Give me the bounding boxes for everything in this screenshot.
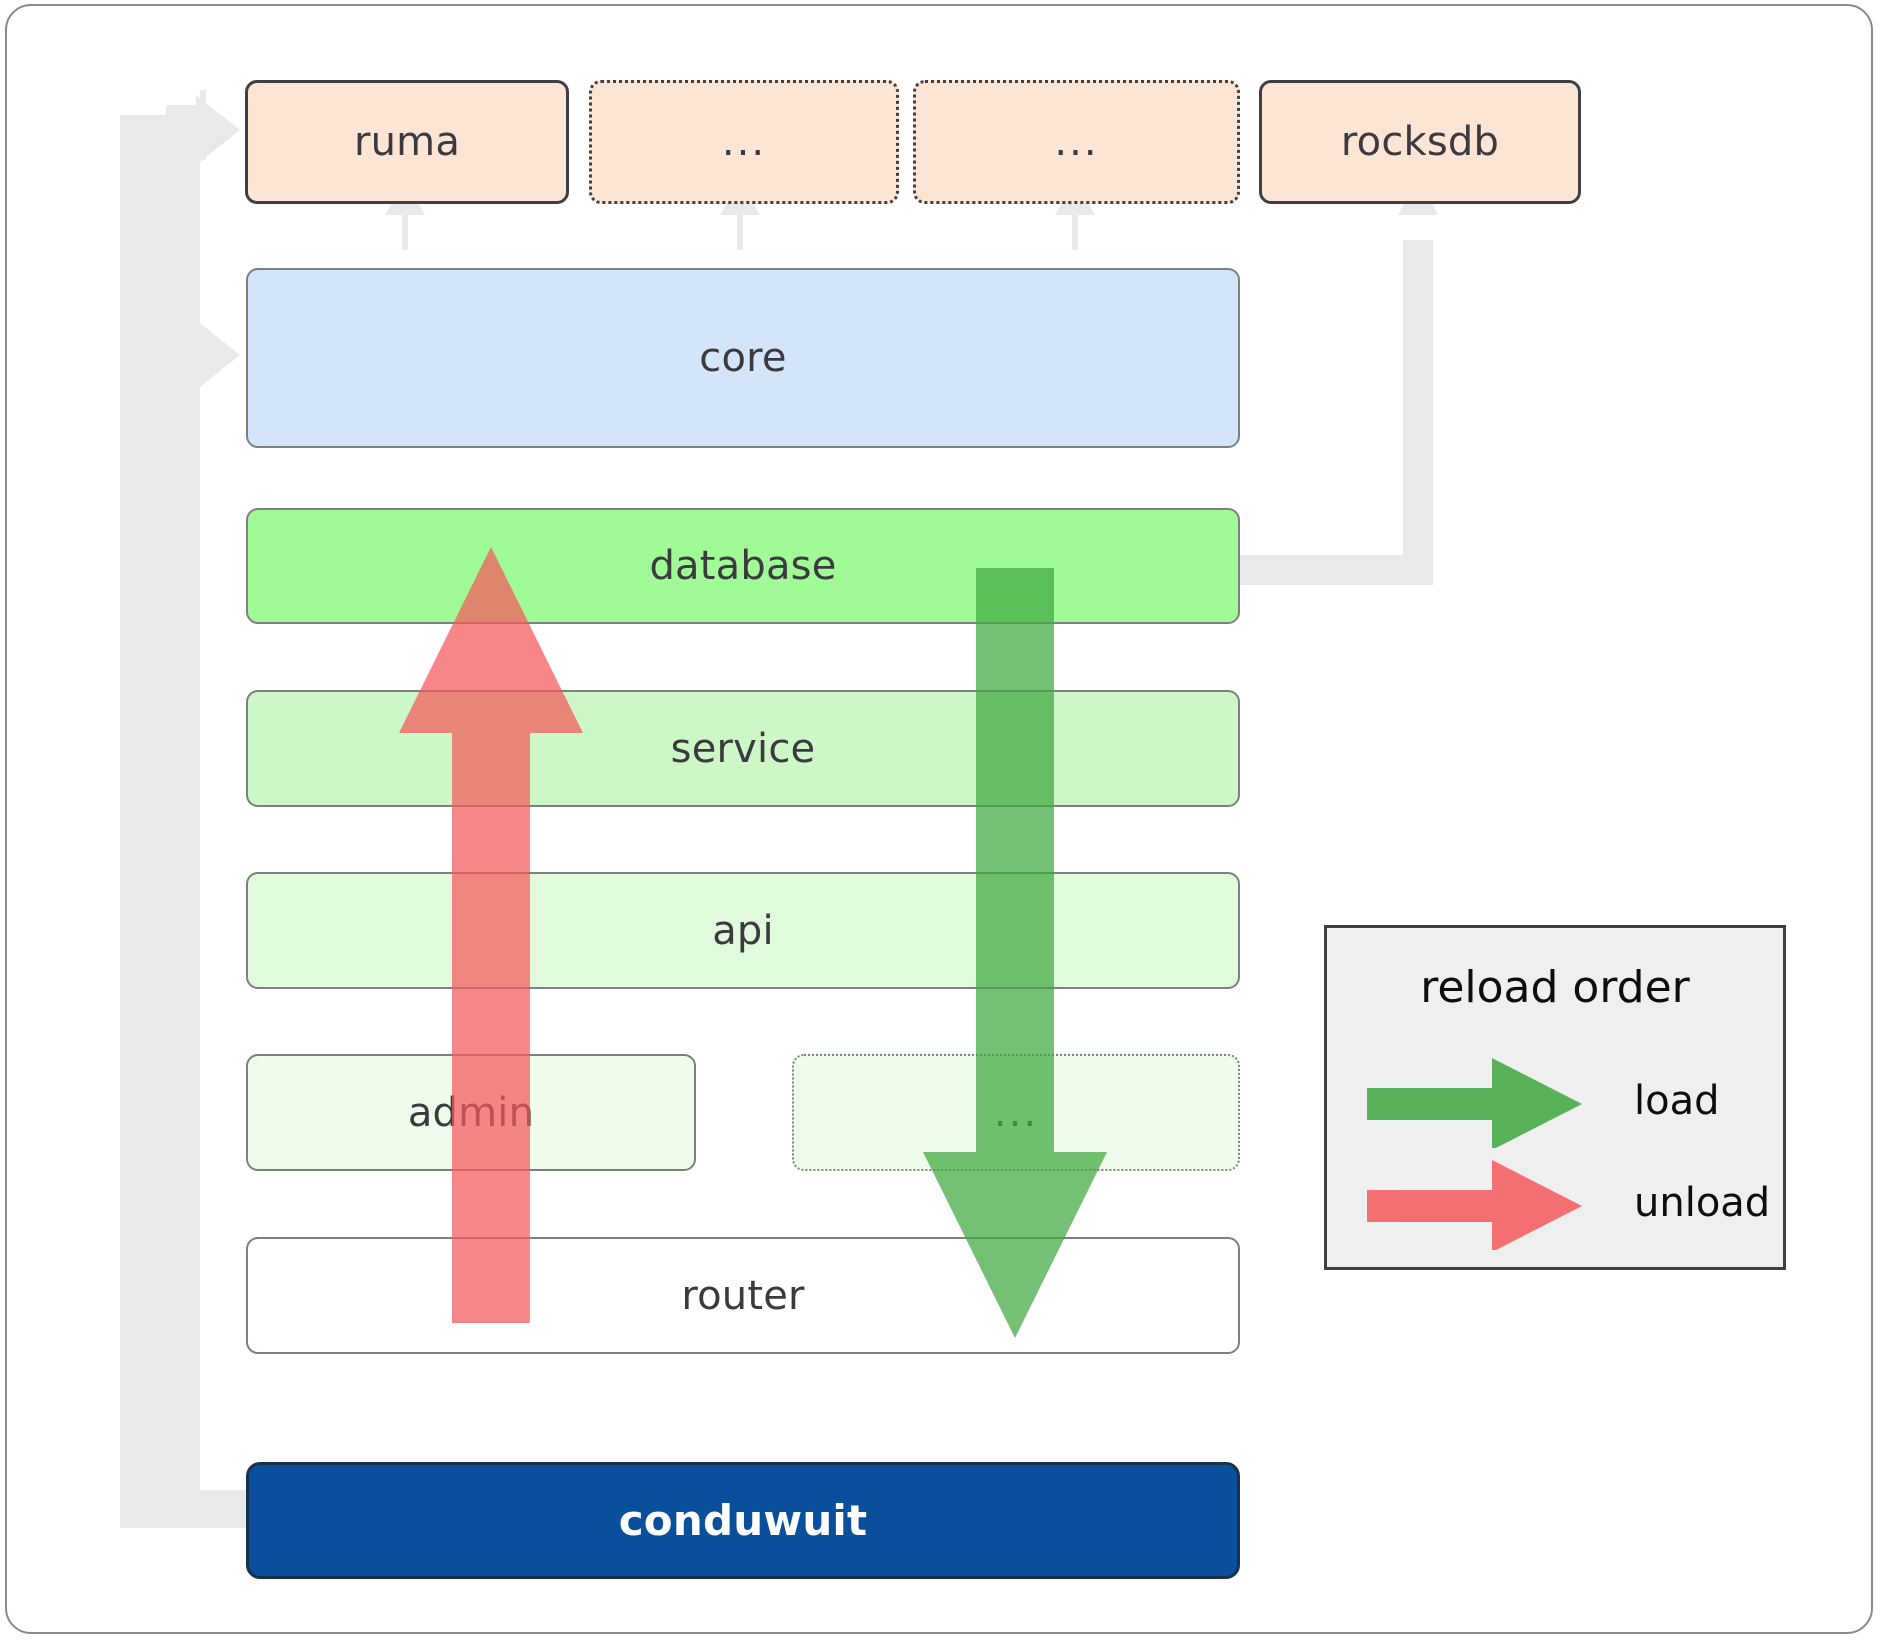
- node-database-label: database: [649, 543, 837, 589]
- node-rocksdb-label: rocksdb: [1340, 119, 1500, 165]
- legend-load-arrow-icon: [1367, 1058, 1582, 1148]
- node-admin-label: admin: [407, 1089, 535, 1136]
- node-database[interactable]: database: [246, 508, 1240, 624]
- legend-panel: reload order load unload: [1324, 925, 1786, 1270]
- node-admin[interactable]: admin: [246, 1054, 696, 1171]
- node-ruma[interactable]: ruma: [245, 80, 569, 204]
- node-service-label: service: [670, 725, 816, 772]
- node-conduwuit-label: conduwuit: [618, 1496, 868, 1545]
- node-router[interactable]: router: [246, 1237, 1240, 1354]
- legend-title: reload order: [1420, 962, 1690, 1013]
- node-core-label: core: [699, 335, 787, 381]
- node-bottom-ellipsis-label: ...: [993, 1089, 1039, 1136]
- legend-unload-label: unload: [1634, 1180, 1771, 1226]
- node-top-ellipsis-2-label: ...: [1054, 119, 1099, 165]
- node-conduwuit[interactable]: conduwuit: [246, 1462, 1240, 1579]
- node-top-ellipsis-1[interactable]: ...: [589, 80, 899, 204]
- node-api-label: api: [712, 907, 774, 954]
- legend-load-label: load: [1634, 1078, 1720, 1124]
- node-api[interactable]: api: [246, 872, 1240, 989]
- node-bottom-ellipsis[interactable]: ...: [792, 1054, 1240, 1171]
- node-top-ellipsis-2[interactable]: ...: [913, 80, 1240, 204]
- node-top-ellipsis-1-label: ...: [721, 119, 767, 165]
- node-service[interactable]: service: [246, 690, 1240, 807]
- node-router-label: router: [681, 1272, 805, 1319]
- legend-unload-arrow-icon: [1367, 1160, 1582, 1250]
- node-core[interactable]: core: [246, 268, 1240, 448]
- diagram-outer-frame: [5, 4, 1873, 1634]
- node-rocksdb[interactable]: rocksdb: [1259, 80, 1581, 204]
- node-ruma-label: ruma: [353, 119, 461, 165]
